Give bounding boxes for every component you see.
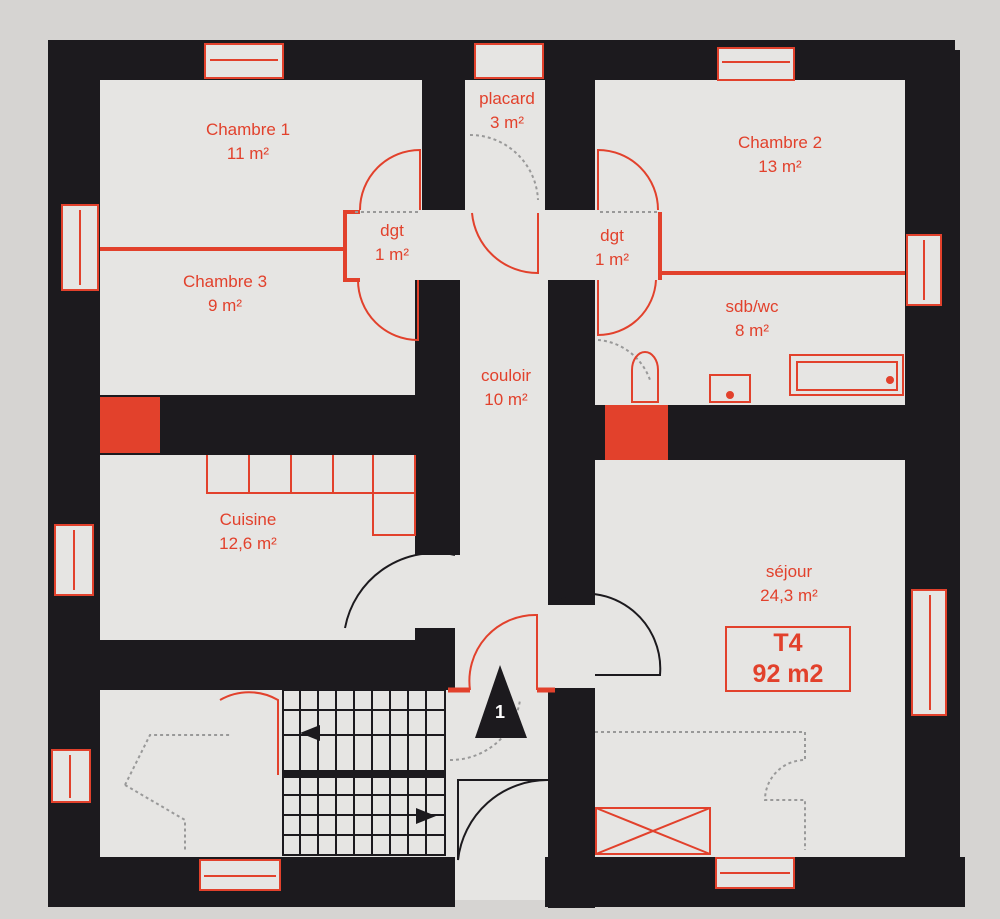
partitions <box>100 210 905 282</box>
black-doors <box>344 551 662 861</box>
stair-arrow-icon <box>416 808 436 824</box>
stair-landing <box>283 770 445 778</box>
swing-paths <box>124 133 806 850</box>
cabinet <box>595 807 711 855</box>
doors <box>219 148 659 775</box>
bathroom-fixtures <box>631 351 904 403</box>
windows <box>51 43 947 891</box>
stair-arrow-icon <box>300 725 320 741</box>
kitchen-counter <box>206 455 416 536</box>
entrance-marker-number: 1 <box>494 702 505 722</box>
chimney <box>100 397 160 453</box>
chimney <box>605 405 668 460</box>
entrance-marker-icon <box>475 665 527 738</box>
